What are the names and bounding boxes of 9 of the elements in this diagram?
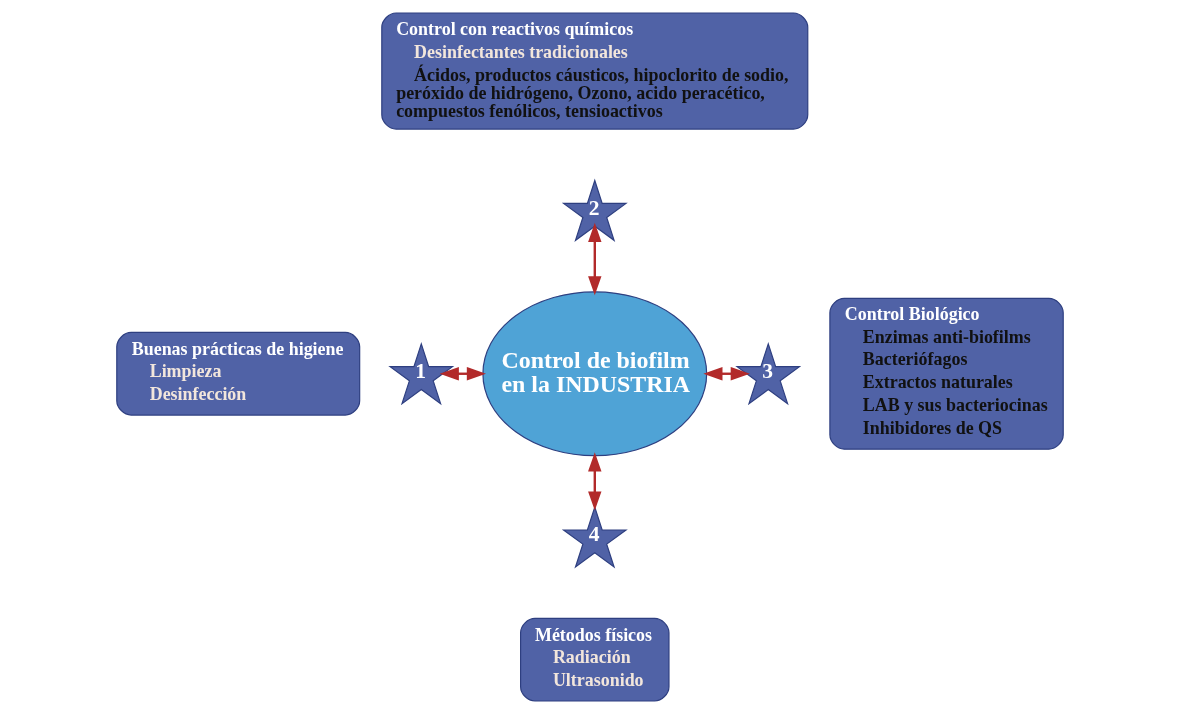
node-box: Métodos físicos Radiación Ultrasonido (520, 617, 670, 702)
node-box: Control Biológico Enzimas anti-biofilms Bacteriófagos Extractos naturales LAB y sus bacteriocinas Inhibidores de QS (829, 297, 1064, 450)
arrow (703, 367, 750, 381)
arrow (439, 367, 486, 381)
node-box: Control con reactivos químicos Desinfectantes tradicionales Ácidos, productos cáusticos, hipoclorito de sodio, peróxido de hidrógeno, Ozono, acido peracético, compuestos fenólicos, tensioactivos (381, 12, 809, 130)
arrow (588, 452, 602, 511)
node-ellipse: Control de biofilm en la INDUSTRIA (482, 291, 708, 457)
node-box: Buenas prácticas de higiene Limpieza Desinfección (116, 331, 361, 416)
arrow (588, 222, 602, 296)
